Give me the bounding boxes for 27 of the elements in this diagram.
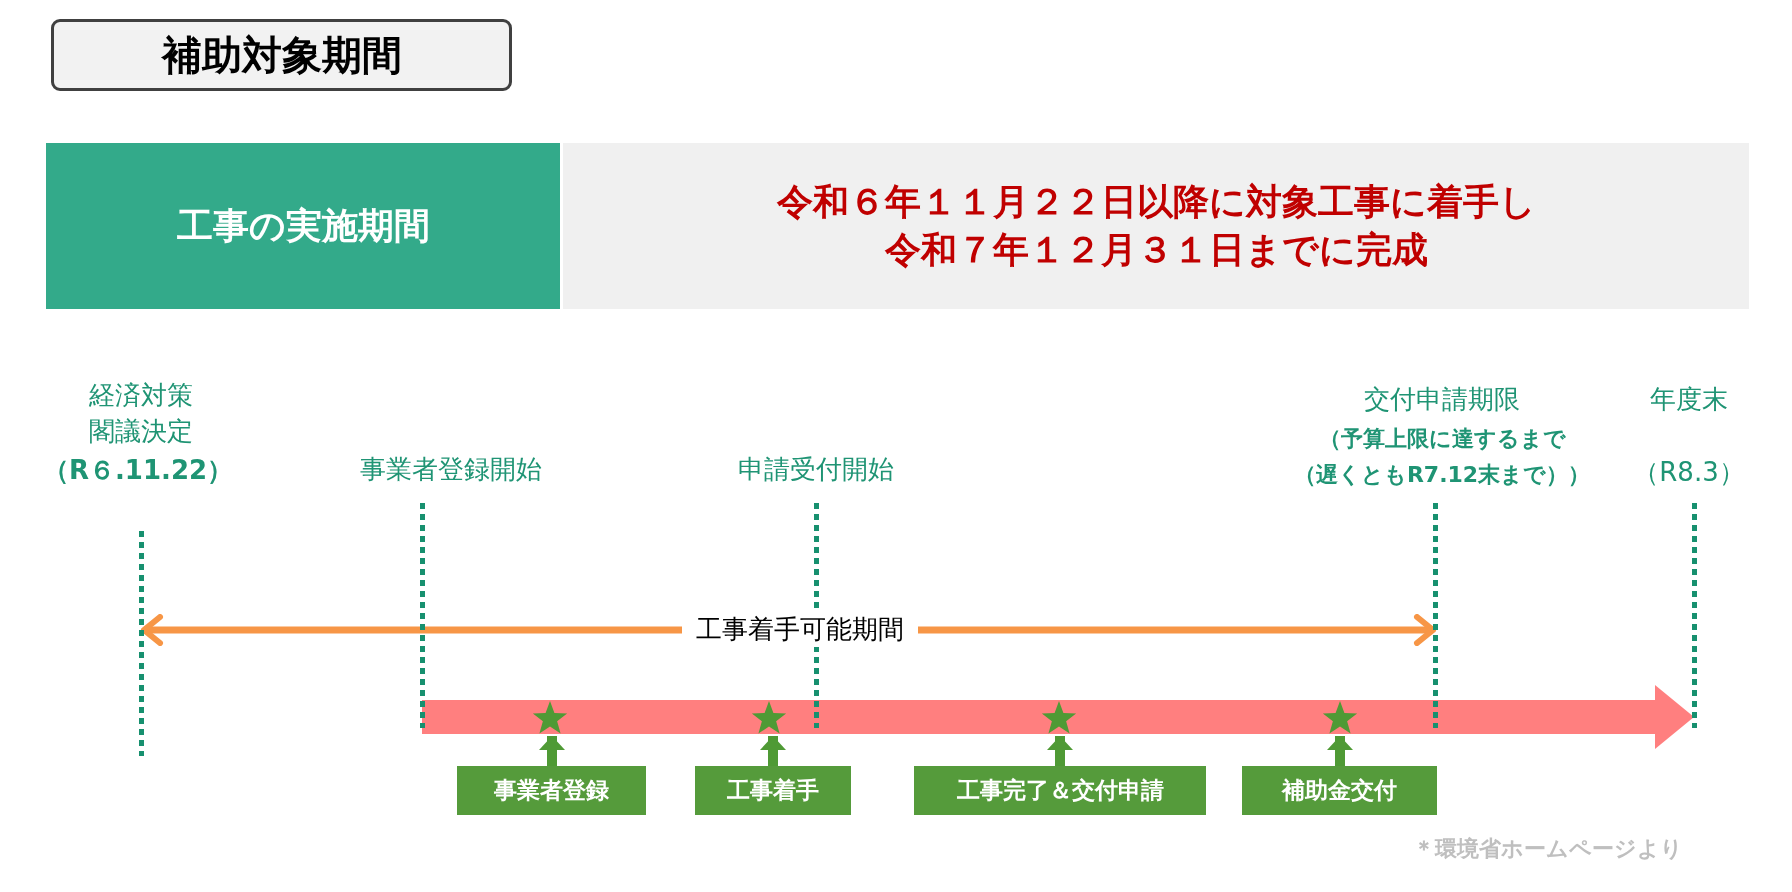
milestone-label: （遅くともR7.12末まで）） bbox=[1293, 461, 1591, 489]
step-box: 事業者登録 bbox=[457, 766, 646, 815]
arrow bbox=[1047, 736, 1073, 766]
step-box: 工事着手 bbox=[695, 766, 851, 815]
milestone-label: （予算上限に達するまで bbox=[1318, 425, 1566, 453]
edge-label: 工事着手可能期間 bbox=[682, 611, 918, 647]
arrow bbox=[1327, 736, 1353, 766]
step-box: 補助金交付 bbox=[1242, 766, 1437, 815]
star-marker bbox=[751, 700, 787, 736]
header-box: 工事の実施期間 bbox=[46, 143, 560, 309]
milestone-label: 年度末 bbox=[1650, 383, 1728, 416]
period-text: 令和７年１２月３１日までに完成 bbox=[884, 228, 1428, 272]
star-marker bbox=[1322, 700, 1358, 736]
arrow bbox=[539, 736, 565, 766]
milestone-label: 申請受付開始 bbox=[738, 453, 894, 486]
milestone-label: 交付申請期限 bbox=[1364, 383, 1520, 416]
milestone-label: 経済対策閣議決定 bbox=[88, 379, 194, 448]
milestone-label: （R６.11.22） bbox=[42, 454, 234, 487]
milestone-label: 事業者登録開始 bbox=[360, 453, 542, 486]
milestone-label: （R8.3） bbox=[1633, 456, 1745, 489]
source-note: ＊環境省ホームページより bbox=[1413, 835, 1683, 863]
star-marker bbox=[1041, 700, 1077, 736]
title-box: 補助対象期間 bbox=[51, 19, 512, 91]
star-marker bbox=[532, 700, 568, 736]
period-text: 令和６年１１月２２日以降に対象工事に着手し bbox=[776, 180, 1536, 224]
arrow bbox=[760, 736, 786, 766]
step-box: 工事完了＆交付申請 bbox=[914, 766, 1206, 815]
